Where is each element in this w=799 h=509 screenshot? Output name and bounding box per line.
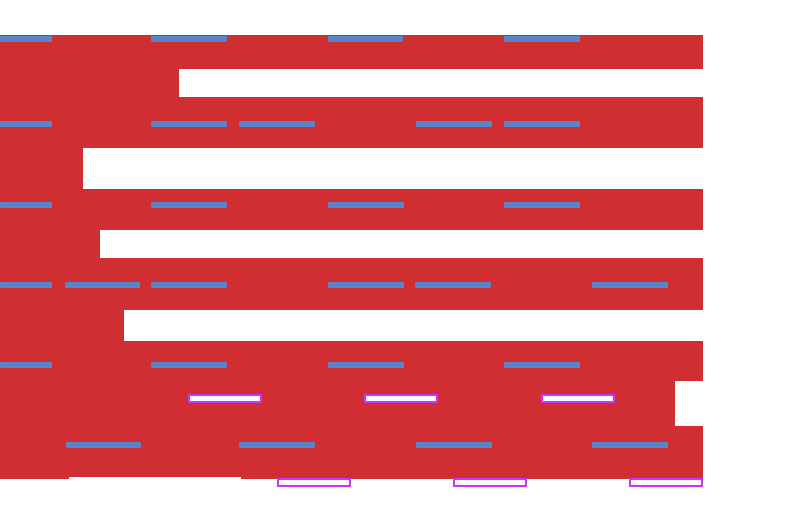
highlight-row3-col2	[151, 202, 227, 208]
highlight-row3-col4	[504, 202, 580, 208]
annotation-box-2[interactable]	[364, 394, 438, 403]
highlight-row4-col5	[415, 282, 491, 288]
highlight-row5-col2	[151, 362, 227, 368]
uncovered-gap-1	[179, 69, 703, 97]
highlight-row1-col4	[504, 36, 580, 42]
highlight-row1-col3	[328, 36, 403, 42]
highlight-row4-col1	[0, 282, 52, 288]
highlight-row4-col6	[592, 282, 668, 288]
highlight-row6-col3	[416, 442, 492, 448]
annotation-box-3[interactable]	[541, 394, 615, 403]
redaction-band-2	[0, 96, 703, 148]
highlight-row6-col2	[239, 442, 315, 448]
highlight-row5-col4	[504, 362, 580, 368]
uncovered-gap-2	[83, 148, 703, 189]
annotation-box-4[interactable]	[277, 478, 351, 487]
highlight-row2-col4	[416, 121, 492, 127]
highlight-row6-col1	[66, 442, 141, 448]
uncovered-gap-5	[675, 381, 703, 426]
highlight-row2-col3	[239, 121, 315, 127]
highlight-row5-col1	[0, 362, 52, 368]
highlight-row4-col3	[151, 282, 227, 288]
annotation-box-6[interactable]	[629, 478, 703, 487]
highlight-row1-col1	[0, 36, 52, 42]
highlight-row2-col1	[0, 121, 52, 127]
highlight-row4-col4	[328, 282, 404, 288]
highlight-row3-col1	[0, 202, 52, 208]
highlight-row5-col3	[328, 362, 404, 368]
highlight-row1-col2	[151, 36, 227, 42]
highlight-row4-col2	[65, 282, 140, 288]
uncovered-gap-6	[69, 477, 241, 509]
highlight-row6-col4	[592, 442, 668, 448]
highlight-row2-col5	[504, 121, 580, 127]
highlight-row3-col3	[328, 202, 404, 208]
annotation-box-1[interactable]	[188, 394, 262, 403]
uncovered-gap-4	[124, 310, 703, 341]
annotation-box-5[interactable]	[453, 478, 527, 487]
highlight-row2-col2	[151, 121, 227, 127]
uncovered-gap-3	[100, 230, 703, 258]
